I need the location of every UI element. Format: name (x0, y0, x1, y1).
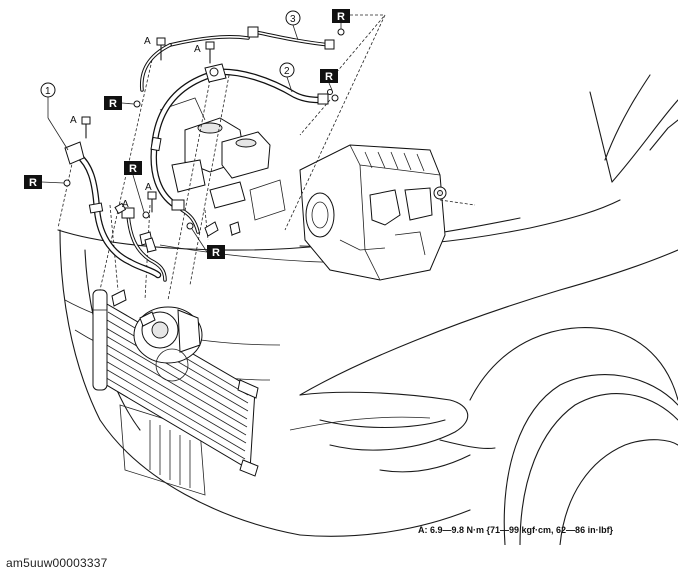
torque-spec-note: A: 6.9—9.8 N·m {71—99 kgf·cm, 62—86 in·l… (418, 525, 614, 535)
bolt-icon (114, 202, 127, 215)
cooler-hose-1 (64, 141, 162, 279)
bolt-icon (147, 191, 157, 213)
callout-2: 2 (279, 62, 295, 93)
replace-marker: R (332, 9, 350, 29)
discharge-pipes (121, 199, 200, 282)
bolt-icon (81, 116, 91, 139)
svg-text:R: R (337, 11, 345, 23)
vehicle-outline (57, 74, 678, 545)
replace-marker: R (320, 69, 338, 91)
svg-text:3: 3 (290, 14, 296, 25)
image-code: am5uuw00003337 (6, 556, 108, 570)
torque-label: A (144, 36, 151, 47)
svg-text:R: R (325, 71, 333, 83)
replace-marker: R (24, 175, 65, 189)
torque-label: A (194, 44, 201, 55)
replace-marker: R (124, 161, 145, 213)
torque-label: A (122, 199, 129, 210)
suction-hose-2 (150, 63, 329, 209)
svg-text:R: R (29, 177, 37, 189)
pipe-3 (140, 26, 335, 92)
replace-marker: R (191, 228, 225, 259)
part-callouts: 1 2 3 (40, 10, 301, 151)
torque-label: A (70, 115, 77, 126)
engine-components (159, 97, 286, 221)
replace-marker: R (104, 96, 135, 110)
clip-icon (144, 221, 241, 253)
hvac-unit (299, 144, 447, 281)
torque-label: A (145, 182, 152, 193)
bolt-icon (156, 37, 166, 61)
svg-text:R: R (129, 163, 137, 175)
callout-3: 3 (285, 10, 301, 41)
svg-text:R: R (212, 247, 220, 259)
ac-piping-exploded-diagram: R R R R R R A A (24, 9, 678, 545)
bolt-icon (205, 41, 215, 64)
replace-markers: R R R R R R (24, 9, 350, 259)
svg-text:1: 1 (45, 86, 51, 97)
callout-1: 1 (40, 82, 69, 151)
compressor (133, 306, 203, 382)
torque-labels: A A A A A (70, 36, 201, 210)
svg-text:2: 2 (284, 66, 290, 77)
svg-text:R: R (109, 98, 117, 110)
